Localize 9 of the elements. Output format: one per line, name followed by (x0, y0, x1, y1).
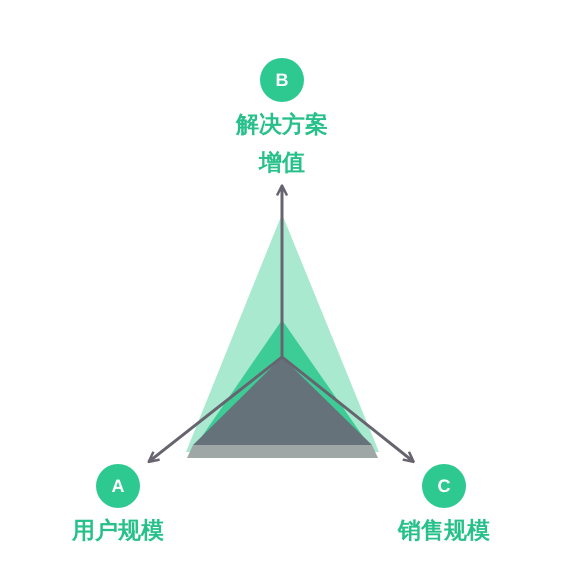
letter-badge: B (260, 58, 304, 102)
letter-badge: A (96, 464, 140, 508)
letter-badge: C (422, 464, 466, 508)
axis-arrow (147, 356, 283, 464)
axis-label: 用户规模 (70, 517, 165, 546)
axis-arrow (276, 184, 288, 357)
axis-arrow (281, 356, 415, 464)
axis-label: 解决方案增值 (234, 110, 329, 178)
axis-label: 销售规模 (396, 517, 491, 546)
